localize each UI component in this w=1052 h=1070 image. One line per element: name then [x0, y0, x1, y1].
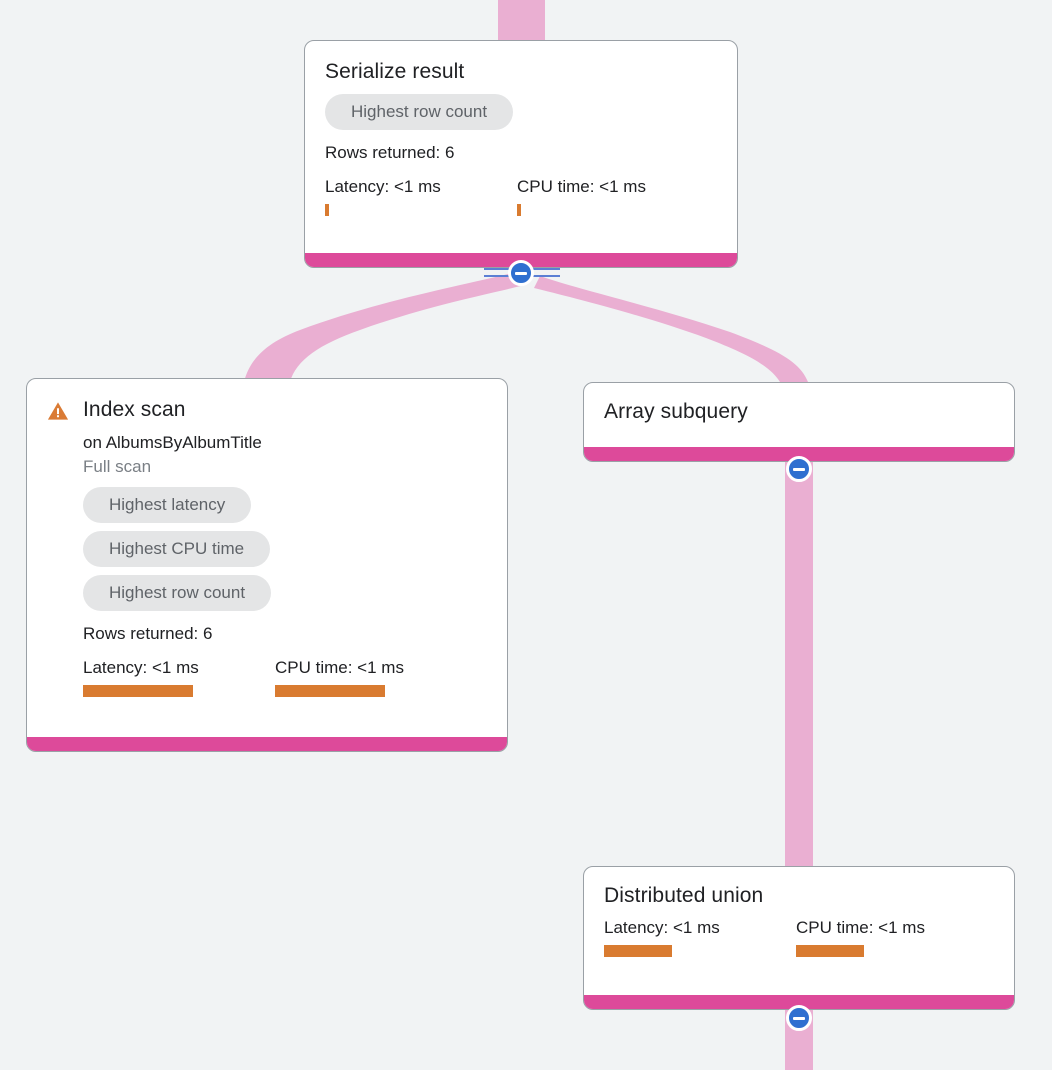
minus-circle-icon	[793, 1016, 805, 1020]
title-row: Serialize result	[325, 59, 717, 85]
metrics-row: Latency: <1 ms CPU time: <1 ms	[604, 917, 994, 957]
metric-cpu-time-bar	[796, 945, 864, 957]
node-title: Array subquery	[604, 400, 748, 423]
edge-incoming-top	[498, 0, 545, 42]
metric-latency: Latency: <1 ms	[83, 657, 275, 697]
title-row: Array subquery	[604, 399, 994, 425]
metric-cpu-time-label: CPU time: <1 ms	[517, 177, 646, 196]
node-subtitle: on AlbumsByAlbumTitle	[83, 433, 262, 452]
metric-latency-label: Latency: <1 ms	[604, 918, 720, 937]
node-body: Index scan on AlbumsByAlbumTitle Full sc…	[27, 379, 507, 711]
metric-cpu-time: CPU time: <1 ms	[517, 176, 646, 216]
title-row: Index scan	[47, 397, 487, 423]
edge-array-subquery-to-distributed-union	[785, 462, 813, 870]
edge-serialize-to-index-scan	[244, 272, 528, 382]
node-title: Serialize result	[325, 60, 465, 83]
metrics-row: Latency: <1 ms CPU time: <1 ms	[325, 176, 717, 216]
metric-cpu-time-bar	[275, 685, 385, 697]
metric-cpu-time-bar	[517, 204, 521, 216]
title-row: Distributed union	[604, 883, 994, 909]
node-title: Distributed union	[604, 884, 764, 907]
metric-cpu-time-label: CPU time: <1 ms	[796, 918, 925, 937]
node-note: Full scan	[83, 457, 152, 476]
node-footer-bar	[27, 737, 507, 751]
metric-cpu-time-label: CPU time: <1 ms	[275, 658, 404, 677]
chip-highest-row-count[interactable]: Highest row count	[83, 575, 272, 611]
rows-returned: Rows returned: 6	[325, 143, 455, 162]
chip-highest-row-count[interactable]: Highest row count	[325, 94, 514, 130]
metric-latency: Latency: <1 ms	[325, 176, 517, 216]
edge-serialize-to-array-subquery	[534, 276, 808, 382]
node-body: Serialize result Highest row count Rows …	[305, 41, 737, 230]
node-index-scan[interactable]: Index scan on AlbumsByAlbumTitle Full sc…	[26, 378, 508, 752]
metric-latency-bar	[604, 945, 672, 957]
metric-latency-bar	[83, 685, 193, 697]
node-array-subquery[interactable]: Array subquery	[583, 382, 1015, 462]
chip-list: Highest row count	[325, 94, 717, 138]
node-title: Index scan	[83, 398, 186, 421]
metric-latency-bar	[325, 204, 329, 216]
collapse-button-distributed-union[interactable]	[786, 1005, 812, 1031]
node-body: Distributed union Latency: <1 ms CPU tim…	[584, 867, 1014, 967]
chip-list: Highest latency Highest CPU time Highest…	[83, 487, 487, 619]
metrics-row: Latency: <1 ms CPU time: <1 ms	[83, 657, 487, 697]
metric-cpu-time: CPU time: <1 ms	[275, 657, 404, 697]
node-distributed-union[interactable]: Distributed union Latency: <1 ms CPU tim…	[583, 866, 1015, 1010]
node-footer-bar	[584, 995, 1014, 1009]
node-serialize-result[interactable]: Serialize result Highest row count Rows …	[304, 40, 738, 268]
metric-latency: Latency: <1 ms	[604, 917, 796, 957]
warning-triangle-icon	[47, 402, 69, 420]
minus-circle-icon	[793, 467, 805, 471]
metric-latency-label: Latency: <1 ms	[325, 177, 441, 196]
chip-highest-cpu-time[interactable]: Highest CPU time	[83, 531, 271, 567]
rows-returned: Rows returned: 6	[83, 624, 213, 643]
node-footer-bar	[584, 447, 1014, 461]
minus-circle-icon	[515, 271, 527, 275]
node-body: Array subquery	[584, 383, 1014, 435]
collapse-button-serialize-result[interactable]	[508, 260, 534, 286]
metric-latency-label: Latency: <1 ms	[83, 658, 199, 677]
collapse-button-array-subquery[interactable]	[786, 456, 812, 482]
metric-cpu-time: CPU time: <1 ms	[796, 917, 925, 957]
chip-highest-latency[interactable]: Highest latency	[83, 487, 252, 523]
